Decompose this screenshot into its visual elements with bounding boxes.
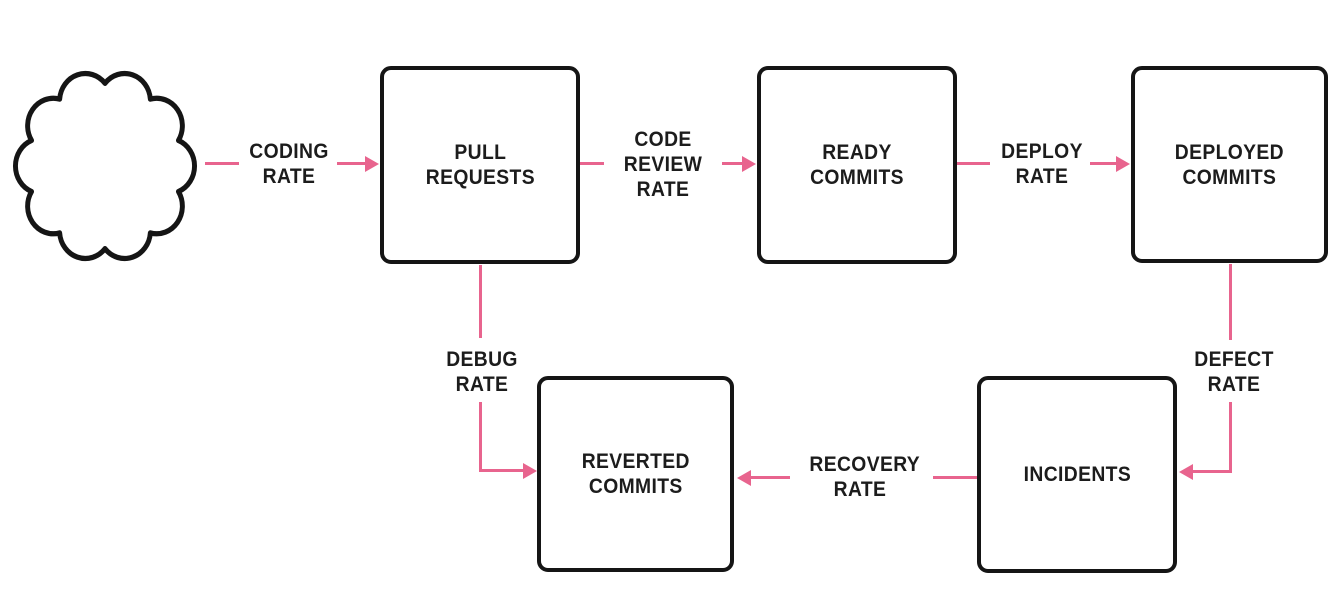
edge-defect-rate-label: DEFECT RATE: [1194, 348, 1274, 396]
edge-defect-rate-elbow: [1193, 470, 1232, 473]
node-pull-requests-label: PULL REQUESTS: [425, 141, 535, 189]
edge-debug-rate-label: DEBUG RATE: [446, 348, 518, 396]
edge-coding-rate-line-start: [205, 162, 239, 165]
node-ready-commits: READY COMMITS: [757, 66, 957, 264]
node-pull-requests: PULL REQUESTS: [380, 66, 580, 264]
edge-code-review-rate-arrowhead-icon: [742, 156, 756, 172]
node-incidents: INCIDENTS: [977, 376, 1177, 573]
edge-coding-rate-label: CODING RATE: [249, 140, 329, 188]
edge-debug-rate-arrowhead-icon: [523, 463, 537, 479]
edge-recovery-rate-line-end: [751, 476, 790, 479]
node-deployed-commits: DEPLOYED COMMITS: [1131, 66, 1328, 263]
node-reverted-commits: REVERTED COMMITS: [537, 376, 734, 572]
edge-recovery-rate-arrowhead-icon: [737, 470, 751, 486]
node-reverted-commits-label: REVERTED COMMITS: [581, 450, 690, 498]
node-ready-commits-label: READY COMMITS: [810, 141, 904, 189]
edge-code-review-rate-line-end: [722, 162, 742, 165]
edge-debug-rate-line-start: [479, 265, 482, 338]
edge-defect-rate-line-start: [1229, 264, 1232, 340]
edge-recovery-rate-label: RECOVERY RATE: [809, 453, 921, 501]
edge-defect-rate-arrowhead-icon: [1179, 464, 1193, 480]
edge-deploy-rate-label: DEPLOY RATE: [1001, 140, 1083, 188]
edge-code-review-rate-line-start: [580, 162, 604, 165]
node-deployed-commits-label: DEPLOYED COMMITS: [1174, 140, 1285, 189]
edge-recovery-rate-line-start: [933, 476, 977, 479]
edge-deploy-rate-line-start: [957, 162, 990, 165]
edge-debug-rate-line-end: [479, 402, 482, 472]
edge-deploy-rate-line-end: [1090, 162, 1116, 165]
edge-defect-rate-line-end: [1229, 402, 1232, 473]
edge-coding-rate-arrowhead-icon: [365, 156, 379, 172]
edge-code-review-rate-label: CODE REVIEW RATE: [623, 128, 703, 201]
edge-deploy-rate-arrowhead-icon: [1116, 156, 1130, 172]
edge-debug-rate-elbow: [479, 469, 523, 472]
cloud-icon: [13, 70, 197, 262]
edge-coding-rate-line-end: [337, 162, 365, 165]
node-incidents-label: INCIDENTS: [1023, 463, 1131, 486]
